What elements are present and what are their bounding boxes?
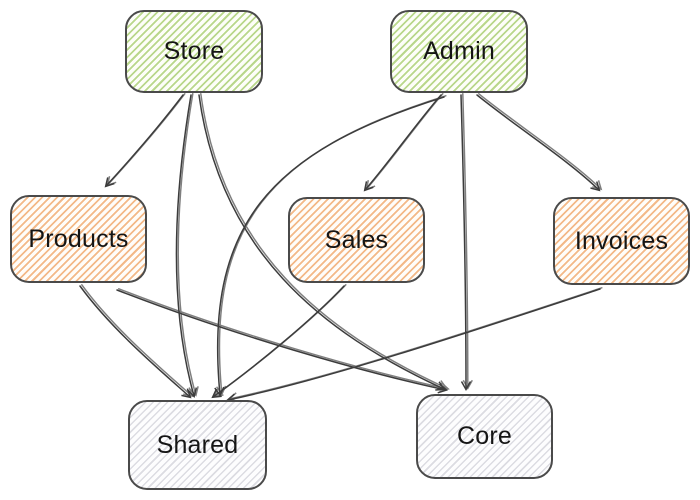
edge-admin-core [460, 94, 472, 392]
node-admin: Admin [390, 10, 528, 93]
edge-products-shared [79, 285, 192, 399]
node-store: Store [125, 10, 263, 93]
edge-store-shared [175, 94, 198, 398]
node-core-label: Core [457, 422, 512, 450]
node-products-label: Products [28, 224, 129, 253]
node-sales: Sales [288, 197, 425, 283]
edge-sales-shared [211, 285, 345, 399]
node-store-label: Store [163, 37, 225, 65]
node-core: Core [416, 394, 553, 479]
edge-admin-invoices [476, 94, 601, 192]
node-shared: Shared [128, 400, 267, 490]
node-invoices: Invoices [553, 197, 690, 285]
edge-products-core [116, 289, 448, 394]
node-products: Products [10, 195, 147, 283]
node-admin-label: Admin [423, 37, 495, 65]
node-invoices-label: Invoices [574, 226, 669, 255]
edge-store-products [104, 94, 184, 188]
node-shared-label: Shared [156, 430, 239, 459]
node-sales-label: Sales [324, 225, 389, 254]
edge-store-core [198, 94, 446, 391]
